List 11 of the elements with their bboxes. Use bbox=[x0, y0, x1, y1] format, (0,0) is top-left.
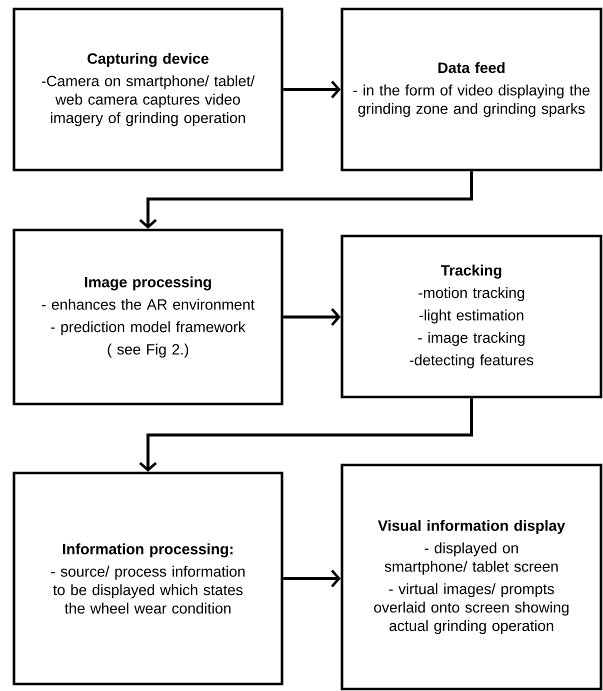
arrow bbox=[139, 171, 473, 229]
arrow bbox=[283, 308, 341, 326]
process-box: Data feed - in the form of video displaying the grinding zone and grinding sparks bbox=[340, 8, 602, 172]
process-box: Image processing - enhances the AR environment - prediction model framework ( see Fig 2.) bbox=[12, 228, 284, 406]
arrow bbox=[139, 398, 473, 472]
process-box: Capturing device -Camera on smartphone/ tablet/ web camera captures video imagery of grinding operation bbox=[12, 8, 284, 172]
process-box: Information processing: - source/ process information to be displayed which states the wheel wear condition bbox=[12, 472, 284, 686]
process-box: Tracking -motion tracking -light estimation - image tracking -detecting features bbox=[340, 234, 602, 398]
arrow bbox=[283, 570, 341, 588]
process-box: Visual information display - displayed on smartphone/ tablet screen - virtual images/ prompts overlaid onto screen showing actual grinding operation bbox=[340, 464, 602, 690]
arrow bbox=[283, 80, 341, 98]
